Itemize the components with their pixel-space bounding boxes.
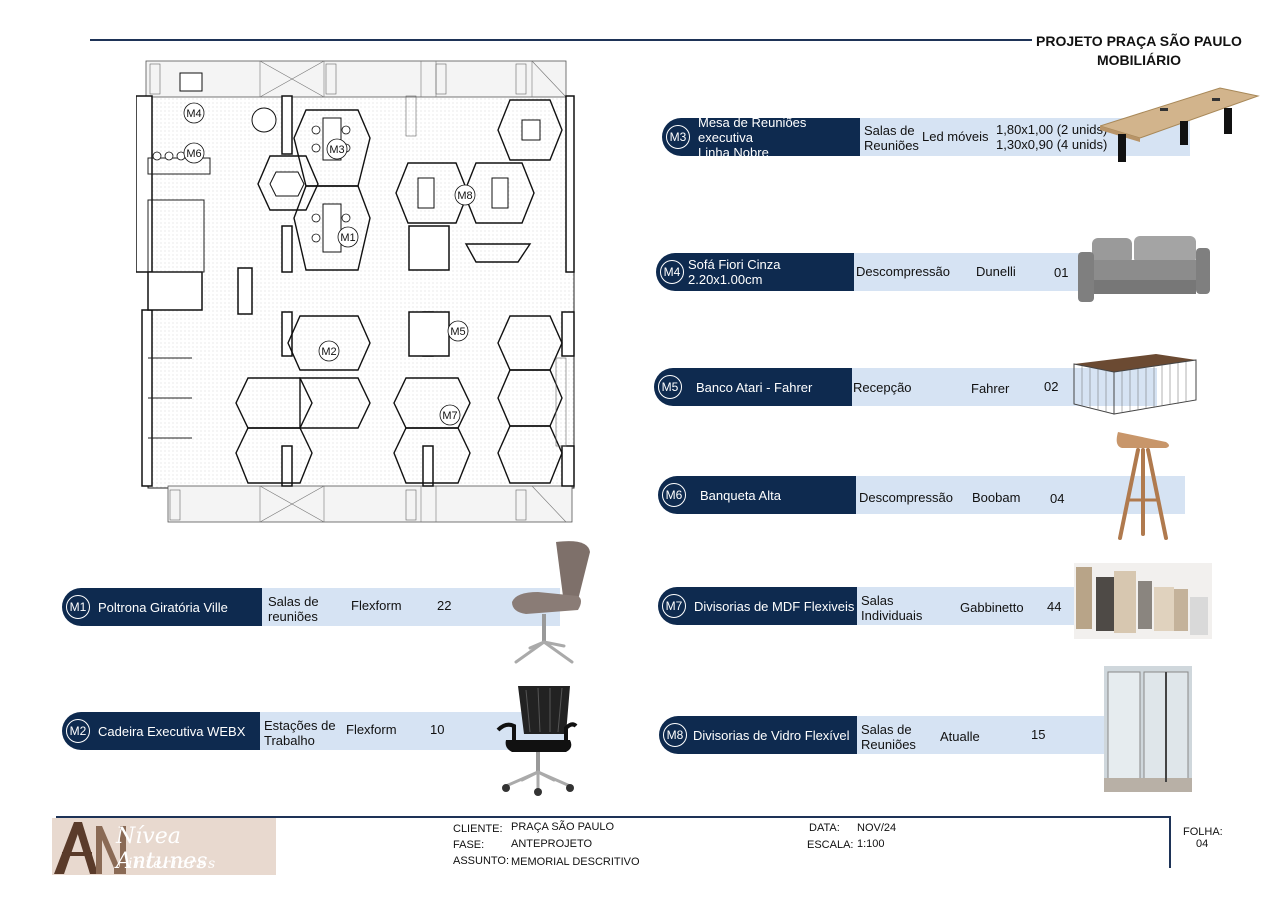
row-m7-pill: M7 Divisorias de MDF Flexiveis	[658, 587, 857, 625]
sofa-image	[1078, 236, 1210, 302]
date-value: NOV/24	[857, 822, 897, 834]
item-supplier: Dunelli	[976, 264, 1016, 279]
row-m8-pill: M8 Divisorias de Vidro Flexível	[659, 716, 857, 754]
row-m1-band	[262, 588, 560, 626]
company-logo: Nívea Antunes interiores	[52, 818, 276, 875]
plan-label-m3: M3	[329, 144, 344, 156]
item-location: Salas Individuais	[861, 593, 923, 623]
code-badge: M1	[66, 595, 90, 619]
item-location: Salas de reuniões	[268, 594, 319, 624]
code-badge: M3	[666, 125, 690, 149]
row-m7-band	[857, 587, 1087, 625]
row-m3-pill: M3 Mesa de Reuniões executiva Linha Nobr…	[662, 115, 860, 160]
logo-monogram	[54, 822, 126, 874]
item-supplier: Flexform	[351, 598, 402, 613]
swivel-chair-image	[512, 541, 590, 664]
phase-value: ANTEPROJETO	[511, 838, 593, 850]
item-name: Banco Atari - Fahrer	[696, 379, 813, 395]
row-m2-pill: M2 Cadeira Executiva WEBX	[62, 712, 260, 750]
row-m4-band	[853, 253, 1080, 291]
bar-stool-image	[1116, 432, 1169, 540]
plan-label-m6: M6	[186, 148, 201, 160]
row-m8-band	[857, 716, 1105, 754]
phase-label: FASE:	[453, 839, 485, 851]
row-m6-pill: M6 Banqueta Alta	[658, 476, 856, 514]
sheet-title: PROJETO PRAÇA SÃO PAULO MOBILIÁRIO	[1024, 32, 1254, 70]
office-chair-image	[496, 686, 578, 796]
item-quantity: 15	[1031, 727, 1046, 742]
title-line1: PROJETO PRAÇA SÃO PAULO	[1036, 33, 1242, 49]
title-line2: MOBILIÁRIO	[1097, 52, 1181, 68]
subject-label: ASSUNTO:	[453, 855, 510, 867]
bench-image	[1073, 354, 1197, 415]
item-name: Poltrona Giratória Ville	[98, 599, 228, 615]
plan-label-m8: M8	[457, 190, 472, 202]
plan-label-m1: M1	[340, 232, 355, 244]
item-name: Banqueta Alta	[700, 487, 781, 503]
item-location: Salas de Reuniões	[861, 722, 916, 752]
header-rule	[90, 39, 1032, 41]
conference-table-image	[1100, 87, 1260, 162]
client-value: PRAÇA SÃO PAULO	[511, 821, 615, 833]
sheet-label: FOLHA:	[1183, 826, 1223, 838]
plan-label-m7: M7	[442, 410, 457, 422]
item-name: Divisorias de MDF Flexiveis	[694, 598, 855, 614]
item-location: Descompressão	[856, 264, 950, 279]
code-badge: M4	[660, 260, 684, 284]
item-supplier: Led móveis	[922, 129, 989, 144]
item-quantity: 1,80x1,00 (2 unids) 1,30x0,90 (4 unids)	[996, 122, 1108, 152]
item-quantity: 04	[1050, 491, 1065, 506]
code-badge: M7	[662, 594, 686, 618]
subject-value: MEMORIAL DESCRITIVO	[511, 856, 640, 868]
item-supplier: Flexform	[346, 722, 397, 737]
item-location: Recepção	[853, 380, 912, 395]
glass-partition-image	[1104, 666, 1192, 792]
plan-label-m2: M2	[321, 346, 336, 358]
item-quantity: 02	[1044, 379, 1059, 394]
logo-text: Nívea Antunes	[116, 824, 208, 874]
item-quantity: 01	[1054, 265, 1069, 280]
item-supplier: Fahrer	[971, 381, 1010, 396]
mdf-dividers-image	[1074, 563, 1212, 639]
row-m4-pill: M4 Sofá Fiori Cinza 2.20x1.00cm	[656, 253, 854, 291]
item-supplier: Gabbinetto	[960, 600, 1024, 615]
item-location: Salas de Reuniões	[864, 123, 919, 153]
item-quantity: 10	[430, 722, 445, 737]
row-m5-pill: M5 Banco Atari - Fahrer	[654, 368, 852, 406]
item-name: Sofá Fiori Cinza 2.20x1.00cm	[688, 257, 781, 287]
code-badge: M8	[663, 723, 687, 747]
client-label: CLIENTE:	[453, 823, 503, 835]
row-m1-pill: M1 Poltrona Giratória Ville	[62, 588, 262, 626]
logo-subtext: interiores	[128, 856, 218, 872]
footer-divider	[1169, 816, 1171, 868]
date-label: DATA:	[809, 822, 840, 834]
plan-label-m4: M4	[186, 108, 201, 120]
item-name: Cadeira Executiva WEBX	[98, 723, 246, 739]
scale-label: ESCALA:	[807, 839, 854, 851]
item-location: Estações de Trabalho	[264, 718, 336, 748]
item-name: Mesa de Reuniões executiva Linha Nobre	[698, 114, 807, 160]
floor-plan: M4 M6 M3 M8 M1 M5 M2 M7	[136, 60, 575, 523]
code-badge: M6	[662, 483, 686, 507]
sheet-value: 04	[1196, 838, 1209, 850]
footer-rule	[56, 816, 1170, 818]
plan-label-m5: M5	[450, 326, 465, 338]
item-location: Descompressão	[859, 490, 953, 505]
item-supplier: Atualle	[940, 729, 980, 744]
item-name: Divisorias de Vidro Flexível	[693, 727, 850, 743]
code-badge: M2	[66, 719, 90, 743]
item-quantity: 22	[437, 598, 452, 613]
item-supplier: Boobam	[972, 490, 1021, 505]
scale-value: 1:100	[857, 838, 885, 850]
item-quantity: 44	[1047, 599, 1062, 614]
code-badge: M5	[658, 375, 682, 399]
